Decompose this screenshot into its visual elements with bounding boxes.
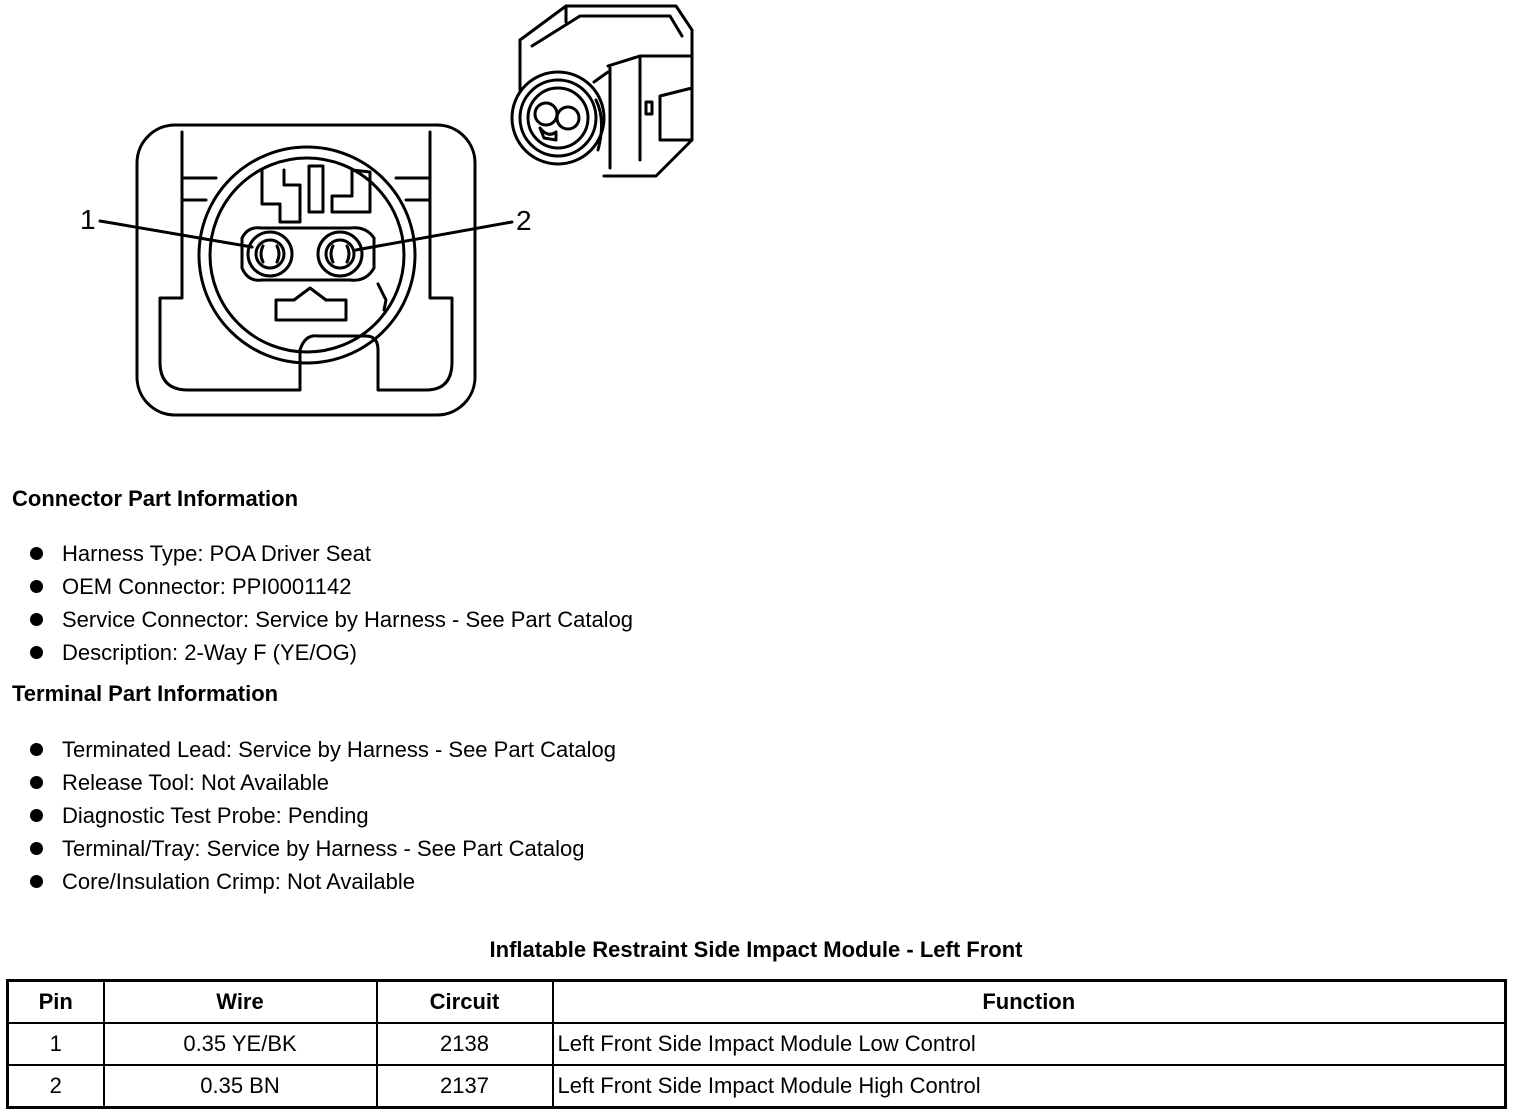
bullet-icon [30,776,43,789]
pin-2-socket [316,230,364,278]
bullet-icon [30,842,43,855]
table-row: 2 0.35 BN 2137 Left Front Side Impact Mo… [6,1064,1507,1109]
connector-face-body [135,123,477,417]
column-header-pin: Pin [6,979,105,1024]
function-cell: Left Front Side Impact Module High Contr… [551,1064,1507,1109]
table-row: 1 0.35 YE/BK 2138 Left Front Side Impact… [6,1022,1507,1066]
pin-cell: 1 [6,1022,105,1066]
terminal-info-list: Terminated Lead: Service by Harness - Se… [30,733,616,898]
table-header-row: Pin Wire Circuit Function [6,979,1507,1024]
pin-1-socket [246,230,294,278]
list-item: Terminated Lead: Service by Harness - Se… [30,733,616,766]
table-title: Inflatable Restraint Side Impact Module … [489,937,1023,962]
pin-2-leader [354,220,514,252]
bullet-icon [30,580,43,593]
function-cell: Left Front Side Impact Module Low Contro… [551,1022,1507,1066]
pin-cell: 2 [6,1064,105,1109]
pinout-table: Pin Wire Circuit Function 1 0.35 YE/BK 2… [6,979,1507,1109]
list-item: Description: 2-Way F (YE/OG) [30,636,633,669]
bullet-icon [30,809,43,822]
list-item: OEM Connector: PPI0001142 [30,570,633,603]
list-item: Release Tool: Not Available [30,766,616,799]
connector-3d-view [510,4,694,178]
list-item: Service Connector: Service by Harness - … [30,603,633,636]
list-item: Terminal/Tray: Service by Harness - See … [30,832,616,865]
pin-1-label: 1 [80,204,96,235]
wire-cell: 0.35 BN [102,1064,378,1109]
pin-1-leader [98,219,254,249]
bullet-icon [30,743,43,756]
connector-face-ring [197,145,417,365]
connector-face-shell [158,130,454,392]
column-header-wire: Wire [102,979,378,1024]
wire-cell: 0.35 YE/BK [102,1022,378,1066]
connector-info-list: Harness Type: POA Driver Seat OEM Connec… [30,537,633,669]
connector-info-title: Connector Part Information [12,486,299,511]
bullet-icon [30,875,43,888]
list-item: Harness Type: POA Driver Seat [30,537,633,570]
connector-diagram [98,4,694,417]
pin-2-label: 2 [516,205,532,236]
list-item: Core/Insulation Crimp: Not Available [30,865,616,898]
circuit-cell: 2137 [375,1064,554,1109]
bullet-icon [30,547,43,560]
bullet-icon [30,613,43,626]
list-item: Diagnostic Test Probe: Pending [30,799,616,832]
terminal-info-title: Terminal Part Information [12,681,279,706]
bullet-icon [30,646,43,659]
column-header-circuit: Circuit [375,979,554,1024]
circuit-cell: 2138 [375,1022,554,1066]
column-header-function: Function [551,979,1507,1024]
